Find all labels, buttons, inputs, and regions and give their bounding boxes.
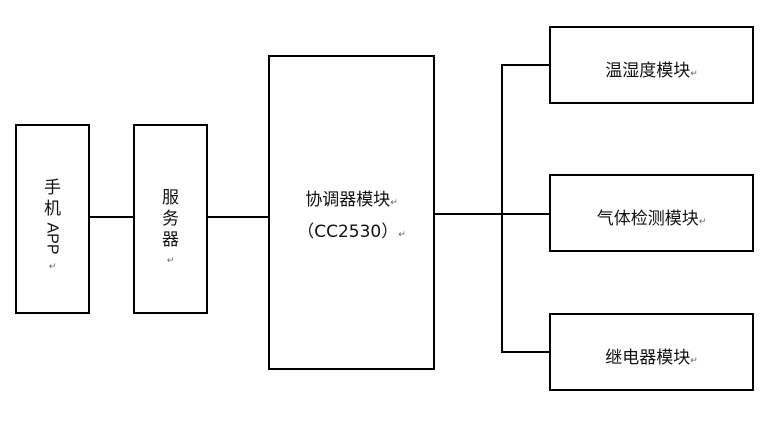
paragraph-mark: ↵ [398, 230, 406, 240]
temp-humidity-module: 温湿度模块↵ [549, 26, 754, 104]
server-label-2: 务 [162, 209, 179, 229]
relay-label: 继电器模块 [605, 348, 691, 368]
phone-app-node: 手 机 APP ↵ [15, 124, 90, 314]
coordinator-chip: （CC2530） [297, 222, 399, 242]
coordinator-title: 协调器模块 [305, 190, 391, 210]
phone-label-2: 机 [44, 199, 61, 219]
relay-module: 继电器模块↵ [549, 313, 754, 391]
connector-bus-vertical [501, 64, 503, 353]
connector-phone-server [89, 216, 134, 218]
connector-bus-temp [501, 64, 550, 66]
paragraph-mark: ↵ [48, 262, 57, 272]
paragraph-mark: ↵ [690, 69, 698, 79]
paragraph-mark: ↵ [166, 256, 175, 266]
phone-label-app: APP [43, 222, 61, 255]
temp-humidity-label: 温湿度模块 [605, 61, 691, 81]
server-label-3: 器 [162, 230, 179, 250]
gas-detection-label: 气体检测模块 [596, 209, 699, 229]
phone-label-1: 手 [44, 178, 61, 198]
paragraph-mark: ↵ [698, 217, 707, 227]
connector-bus-relay [501, 351, 550, 353]
coordinator-node: 协调器模块↵ （CC2530）↵ [268, 55, 435, 370]
connector-coordinator-bus [434, 213, 502, 215]
server-node: 服 务 器 ↵ [133, 124, 208, 314]
gas-detection-module: 气体检测模块↵ [549, 174, 754, 252]
connector-bus-gas [501, 213, 550, 215]
paragraph-mark: ↵ [690, 356, 698, 366]
connector-server-coordinator [207, 216, 269, 218]
paragraph-mark: ↵ [390, 198, 398, 208]
server-label-1: 服 [162, 188, 179, 208]
